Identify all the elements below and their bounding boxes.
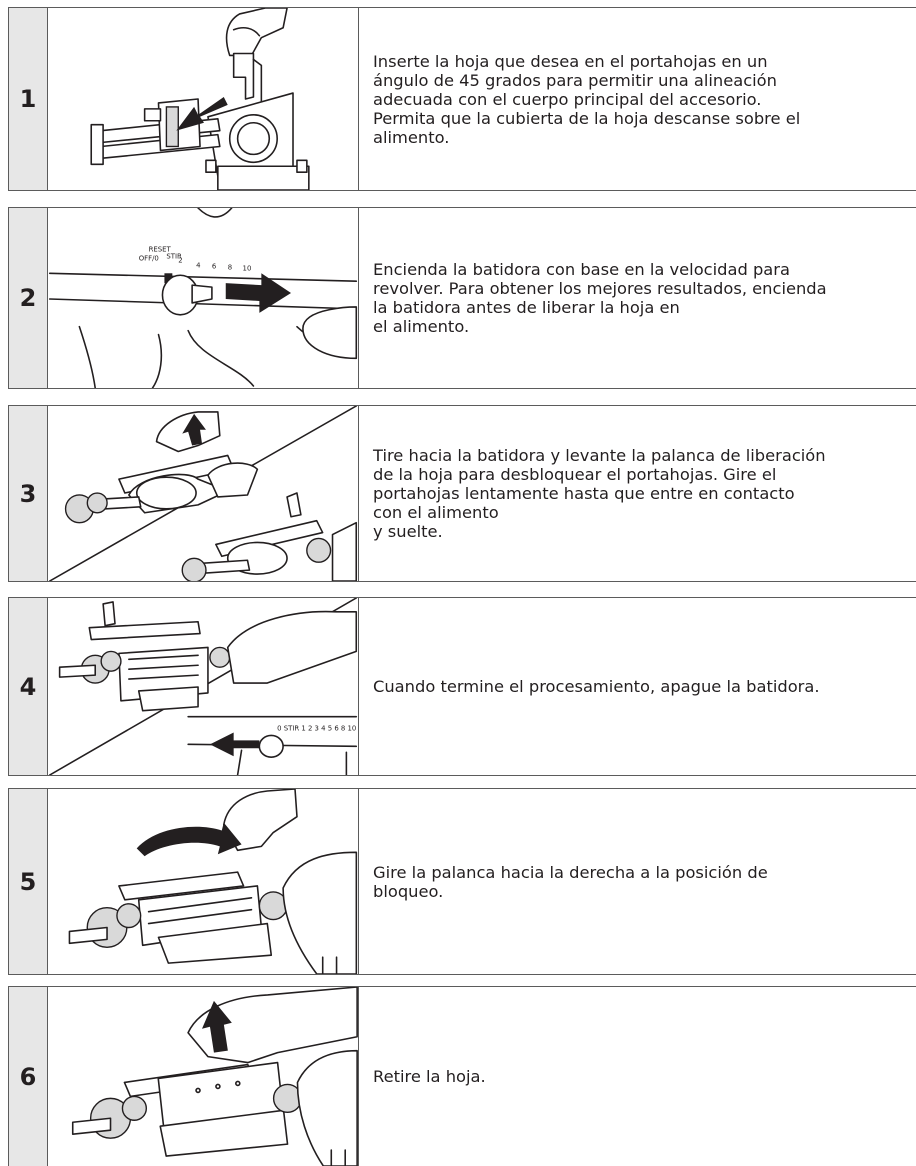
step-number-cell: 2	[9, 208, 48, 388]
step-3: 3 Tire hacia la batidora y levante la pa…	[8, 405, 916, 582]
step-5-illustration	[48, 789, 359, 974]
step-number: 5	[19, 867, 37, 896]
step-instruction: Retire la hoja.	[373, 1067, 486, 1086]
step-number: 6	[19, 1062, 37, 1091]
step-6-illustration	[48, 987, 359, 1166]
dial-4-label: 4	[196, 261, 200, 269]
step-instruction: Gire la palanca hacia la derecha a la po…	[373, 862, 768, 901]
dial-off-label: OFF/0	[139, 254, 159, 262]
dial-reset-label: RESET	[149, 246, 172, 254]
dial-2-label: 2	[178, 256, 182, 264]
step-1-illustration	[48, 8, 359, 190]
step-instruction: Inserte la hoja que desea en el portahoj…	[373, 51, 801, 147]
dial-6-label: 6	[212, 262, 216, 270]
step-instruction: Encienda la batidora con base en la velo…	[373, 260, 827, 336]
dial-stir-label: STIR	[166, 252, 182, 260]
step-instruction: Tire hacia la batidora y levante la pala…	[373, 446, 826, 541]
dial-8-label: 8	[228, 263, 232, 271]
step-number: 2	[19, 284, 37, 312]
step-number: 3	[19, 479, 37, 508]
dial-10-label: 10	[243, 264, 252, 272]
step-number-cell: 4	[9, 598, 48, 775]
step-number-cell: 1	[9, 8, 48, 190]
step-3-illustration	[48, 406, 359, 581]
speed-scale-label: 0 STIR 1 2 3 4 5 6 8 10	[277, 725, 356, 733]
step-2: 2 RESET OFF/0 STIR 2 4 6 8 10	[8, 207, 916, 389]
step-instruction: Cuando termine el procesamiento, apague …	[373, 677, 820, 696]
step-number-cell: 3	[9, 406, 48, 581]
step-number: 4	[19, 672, 37, 701]
step-number-cell: 5	[9, 789, 48, 974]
step-number-cell: 6	[9, 987, 48, 1166]
step-1: 1 Inserte la hoja que desea	[8, 7, 916, 191]
step-4-illustration: 0 STIR 1 2 3 4 5 6 8 10	[48, 598, 359, 775]
step-2-illustration: RESET OFF/0 STIR 2 4 6 8 10	[48, 208, 359, 388]
step-4: 4 0 STIR 1 2 3 4 5 6 8 10 Cuando termine…	[8, 597, 916, 776]
step-5: 5 Gire la palanca hacia la derecha a la …	[8, 788, 916, 975]
step-number: 1	[19, 85, 37, 113]
step-6: 6 Retire la hoja.	[8, 986, 916, 1166]
